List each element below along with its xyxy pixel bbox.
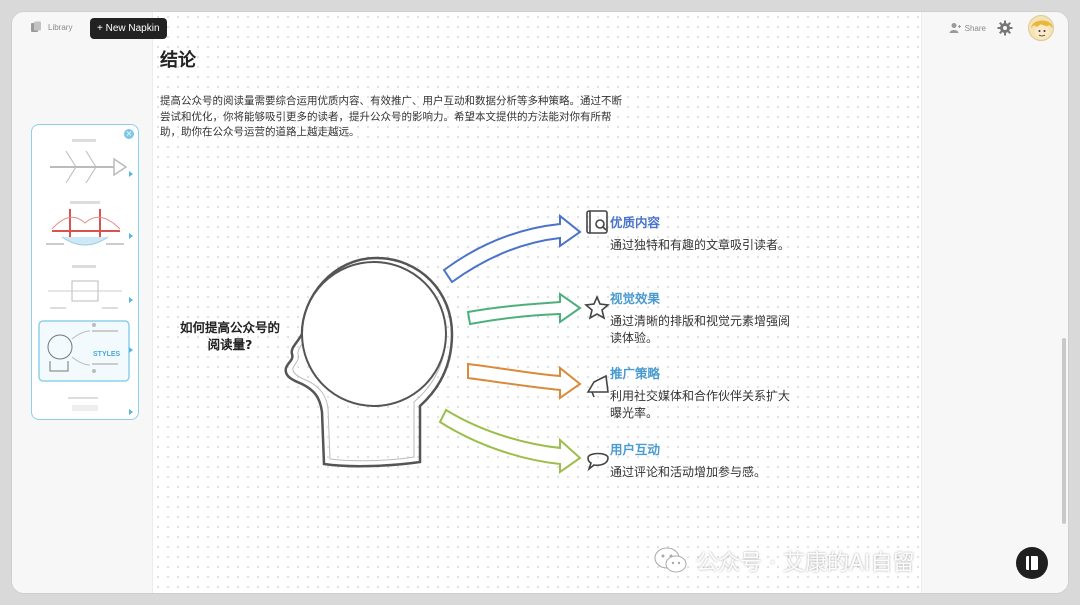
item-2-desc: 通过清晰的排版和视觉元素增强阅读体验。 bbox=[610, 314, 791, 345]
item-1-desc: 通过独特和有趣的文章吸引读者。 bbox=[610, 238, 791, 252]
style-thumb-frame[interactable] bbox=[48, 265, 133, 309]
gear-icon[interactable] bbox=[997, 20, 1013, 36]
close-icon[interactable]: × bbox=[124, 129, 134, 139]
wechat-icon bbox=[654, 547, 687, 573]
chat-bubble-icon bbox=[587, 452, 609, 472]
avatar-face-icon bbox=[1031, 20, 1053, 39]
styles-label: STYLES bbox=[93, 351, 121, 358]
styles-panel[interactable]: × bbox=[31, 124, 139, 420]
arrow-3 bbox=[467, 362, 582, 400]
napkin-canvas[interactable] bbox=[152, 12, 922, 593]
library-label: Library bbox=[48, 22, 73, 32]
item-4-desc: 通过评论和活动增加参与感。 bbox=[610, 465, 767, 479]
right-margin bbox=[922, 12, 1068, 593]
style-thumbnails[interactable] bbox=[32, 125, 139, 420]
share-label: Share bbox=[964, 23, 986, 33]
center-question: 如何提高公众号的阅读量? bbox=[180, 320, 281, 352]
item-2-title: 视觉效果 bbox=[610, 291, 661, 306]
watermark-text: 公众号 · 艾康的AI自留 bbox=[696, 551, 915, 576]
book-icon bbox=[1026, 556, 1038, 570]
arrow-4 bbox=[438, 408, 582, 474]
style-thumb-partial[interactable] bbox=[68, 397, 133, 415]
item-4-title: 用户互动 bbox=[610, 442, 661, 457]
arrow-2 bbox=[466, 292, 582, 326]
style-thumb-fishbone[interactable] bbox=[50, 139, 133, 184]
conclusion-paragraph: 提高公众号的阅读量需要综合运用优质内容、有效推广、用户互动和数据分析等多种策略。… bbox=[160, 95, 622, 138]
help-button[interactable] bbox=[1016, 547, 1048, 579]
page-title: 结论 bbox=[160, 50, 196, 71]
star-sparkle-icon bbox=[584, 294, 610, 320]
add-user-icon bbox=[949, 23, 961, 33]
style-thumb-bridge[interactable] bbox=[46, 201, 133, 246]
style-thumb-head-selected[interactable] bbox=[38, 320, 133, 382]
head-brain-circle bbox=[301, 261, 447, 407]
item-3-title: 推广策略 bbox=[610, 366, 661, 381]
book-search-icon bbox=[586, 210, 608, 234]
scrollbar[interactable] bbox=[1062, 338, 1066, 524]
share-button[interactable]: Share bbox=[949, 22, 986, 34]
avatar[interactable] bbox=[1028, 15, 1054, 41]
item-1-title: 优质内容 bbox=[610, 215, 661, 230]
app-window: Library + New Napkin Share bbox=[12, 12, 1068, 593]
megaphone-icon bbox=[586, 374, 609, 398]
library-icon bbox=[31, 21, 41, 32]
library-link[interactable]: Library bbox=[30, 21, 72, 33]
mindmap-diagram[interactable] bbox=[152, 12, 922, 593]
arrow-1 bbox=[442, 213, 582, 284]
item-3-desc: 利用社交媒体和合作伙伴关系扩大曝光率。 bbox=[610, 389, 791, 420]
new-napkin-button[interactable]: + New Napkin bbox=[90, 18, 167, 39]
watermark: 公众号 · 艾康的AI自留 bbox=[654, 545, 915, 577]
